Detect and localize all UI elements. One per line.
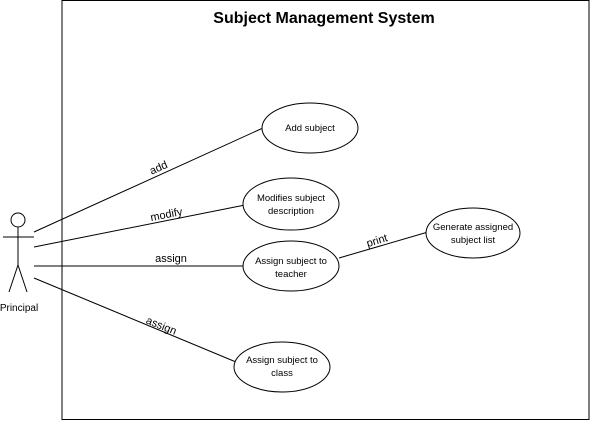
use-case-ellipse xyxy=(425,207,521,259)
use-case-ellipse xyxy=(242,177,340,231)
use-case-generate-assigned-subject-list: Generate assigned subject list xyxy=(425,207,521,259)
use-case-add-subject: Add subject xyxy=(261,102,359,154)
use-case-label-line-1: Modifies subject xyxy=(257,193,325,204)
use-case-assign-subject-to-class: Assign subject to class xyxy=(233,341,331,393)
actor-left-leg xyxy=(8,264,19,293)
use-case-label-line-2: class xyxy=(271,368,293,379)
association-label-assign-teacher: assign xyxy=(155,253,187,265)
use-case-assign-subject-to-teacher: Assign subject to teacher xyxy=(242,240,340,292)
association-assign-class xyxy=(33,277,237,363)
use-case-ellipse xyxy=(233,341,331,393)
association-add xyxy=(33,127,264,233)
actor-label: Principal xyxy=(0,303,38,314)
use-case-label-line-1: Generate assigned xyxy=(433,222,513,233)
use-case-label-line-2: description xyxy=(268,206,314,217)
system-title: Subject Management System xyxy=(213,10,434,27)
use-case-label-line-1: Add subject xyxy=(285,123,335,134)
use-case-ellipse xyxy=(261,102,359,154)
actor-right-leg xyxy=(17,264,28,293)
actor-principal: Principal xyxy=(0,212,38,314)
association-modify xyxy=(33,204,246,248)
association-print xyxy=(338,231,429,259)
use-case-modify-subject-description: Modifies subject description xyxy=(242,177,340,231)
use-case-ellipse xyxy=(242,240,340,292)
use-case-label-line-1: Assign subject to xyxy=(255,256,327,267)
association-label-print: print xyxy=(365,232,389,250)
use-case-label-line-2: subject list xyxy=(451,235,496,246)
use-case-label-line-2: teacher xyxy=(275,269,307,280)
use-case-label-line-1: Assign subject to xyxy=(246,355,318,366)
actor-head xyxy=(10,212,26,228)
